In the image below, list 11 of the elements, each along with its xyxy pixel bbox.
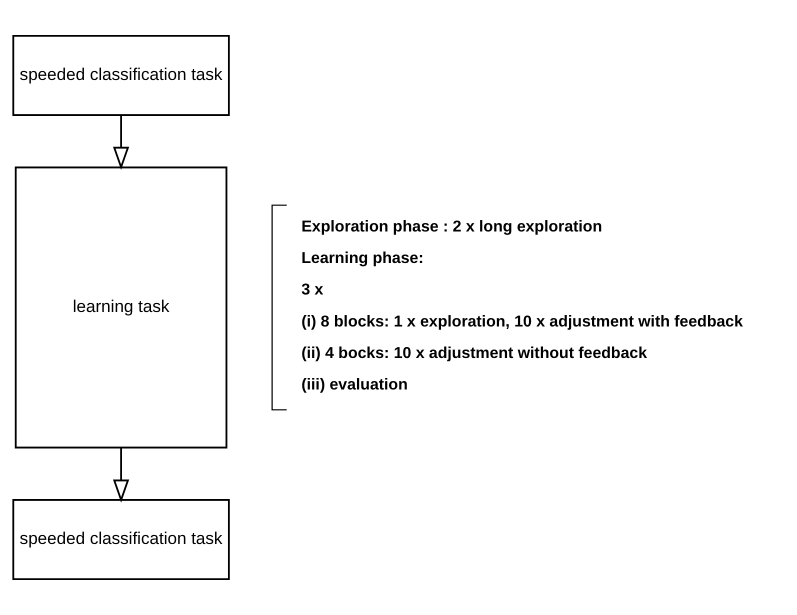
label: 3 x (301, 282, 324, 299)
arrow (112, 448, 130, 503)
label: Exploration phase : 2 x long exploration (301, 218, 602, 236)
label: (ii) 4 bocks: 10 x adjustment without feedback (301, 344, 648, 362)
label: (i) 8 blocks: 1 x exploration, 10 x adjustment with feedback (301, 313, 743, 330)
node-box: speeded classification task (12, 34, 230, 116)
node-box: speeded classification task (12, 499, 230, 580)
arrow (112, 115, 130, 170)
node-box: learning task (14, 166, 228, 448)
label: Learning phase: (301, 250, 424, 267)
label: (iii) evaluation (301, 376, 408, 394)
